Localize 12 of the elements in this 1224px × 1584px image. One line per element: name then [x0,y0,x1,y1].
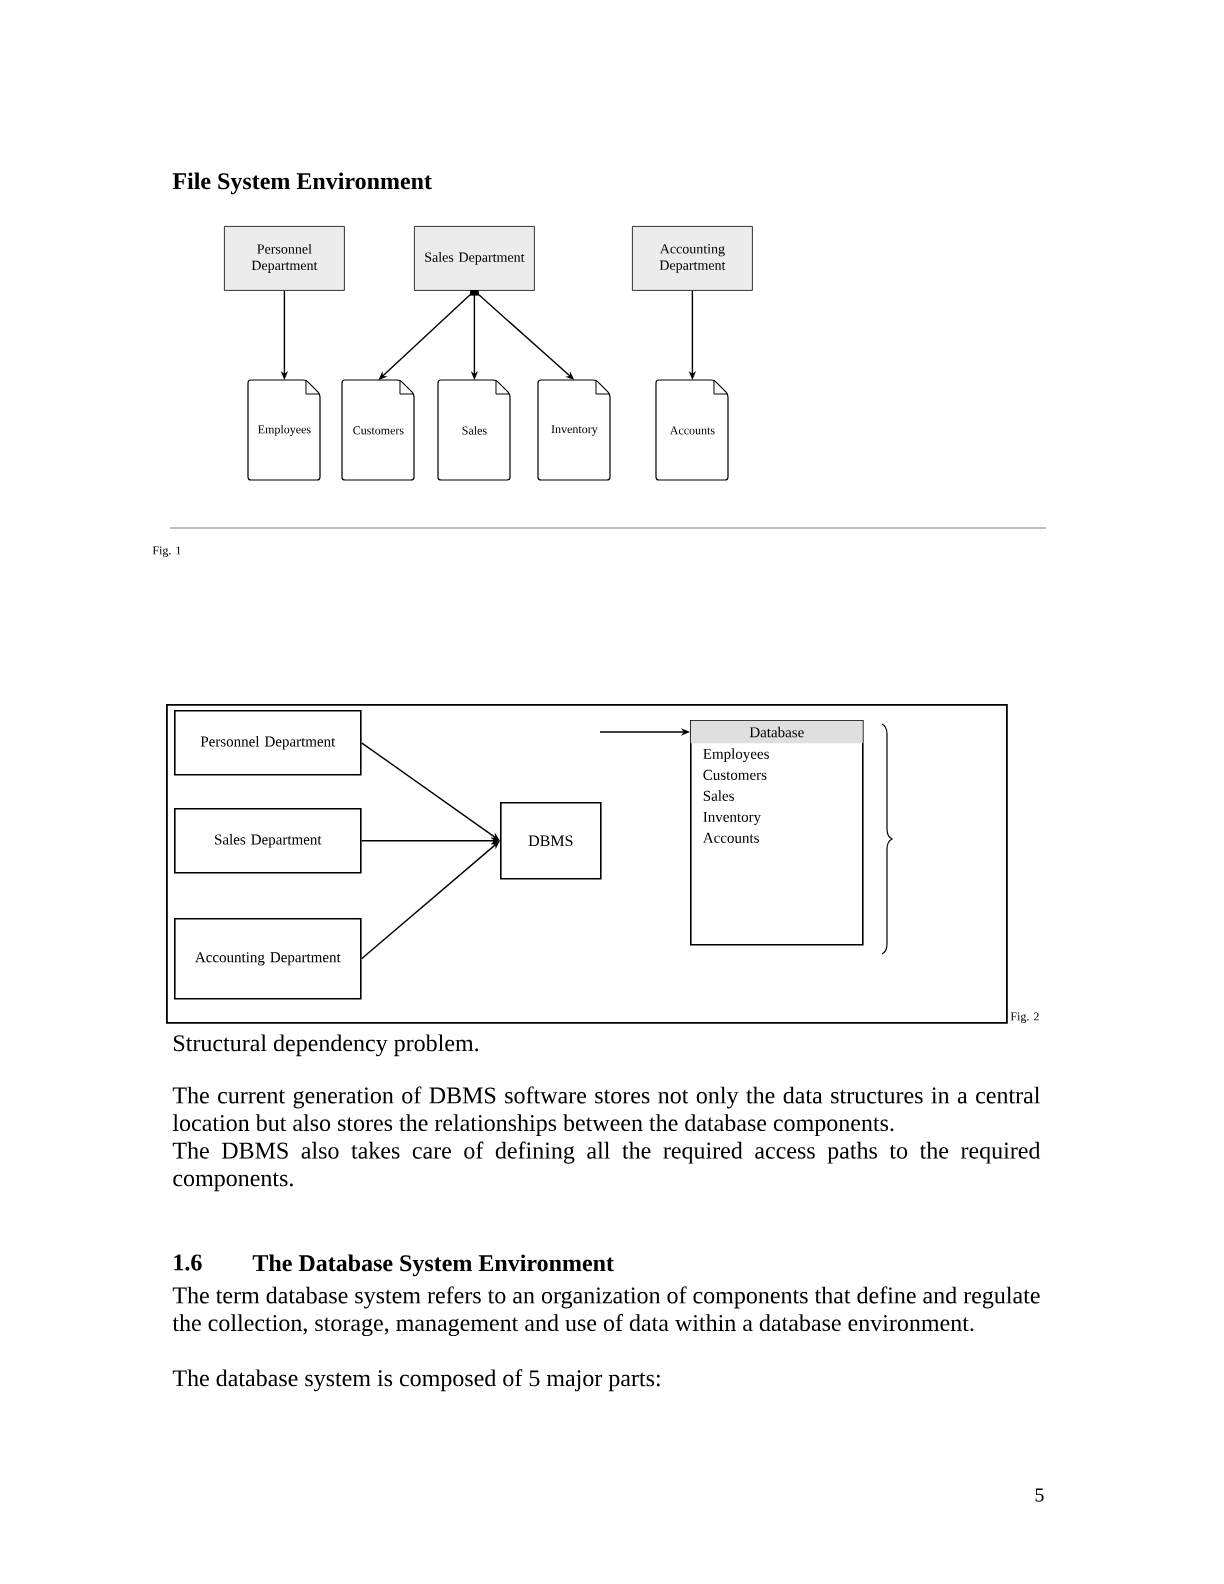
paragraph: The current generation of DBMS software stores not only the data structures in a central location but also stores the relationships between the database components. [172,1086,1040,1136]
dbms-box: DBMS [500,802,602,880]
paragraph: The database system is composed of 5 major parts: [172,1369,660,1392]
title: File System Environment [172,172,432,195]
arrow [360,742,500,841]
paragraph: The term database system refers to an organization of components that define and regulate the collection, storage, management and use of data within a database environment. [172,1286,1040,1337]
section-number: 1.6 [174,1254,202,1271]
section-heading: The Database System Environment [252,1254,614,1277]
paragraph: The DBMS also takes care of defining all the required access paths to the required components. [172,1141,1041,1192]
frame-box [166,704,1008,1024]
page-number: 5 [1035,1488,1044,1502]
figure-caption: Structural dependency problem. [174,1034,479,1057]
